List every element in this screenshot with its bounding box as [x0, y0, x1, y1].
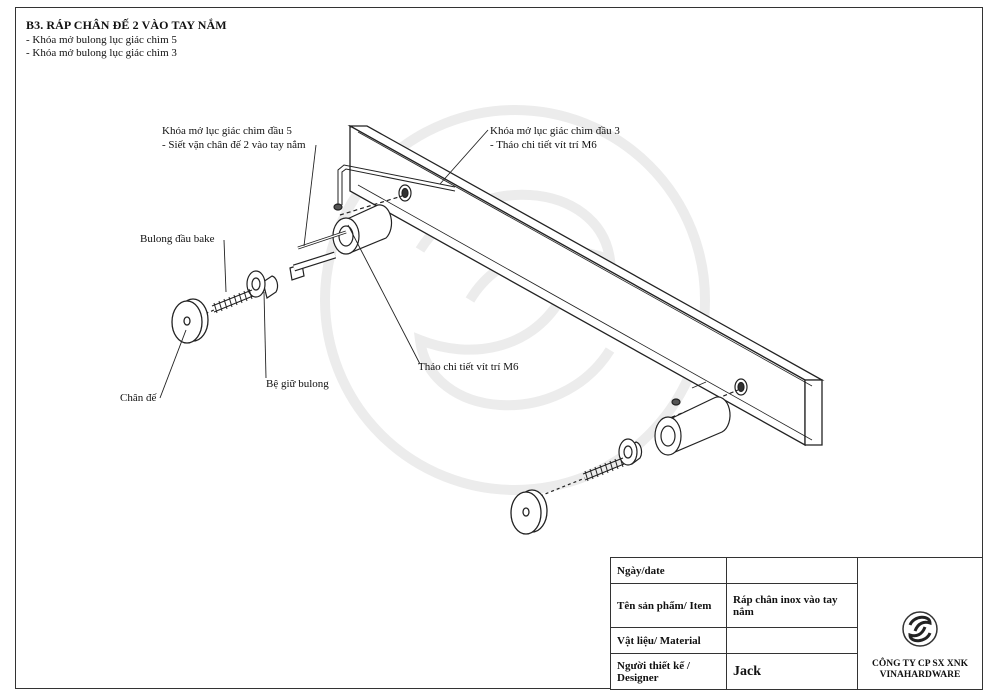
callout-hex3-line2: - Tháo chi tiết vít trí M6	[490, 139, 597, 151]
leader-lines	[159, 129, 489, 399]
callout-hex3-line1: Khóa mở lục giác chìm đầu 3	[490, 125, 620, 137]
bar-holes	[398, 184, 748, 396]
item-value: Ráp chân inox vào tay nắm	[726, 583, 858, 628]
tool-line-2: - Khóa mở bulong lục giác chìm 3	[26, 47, 177, 59]
upper-assembly	[199, 195, 403, 317]
callout-m6: Tháo chi tiết vít trí M6	[418, 361, 519, 373]
callout-bolt: Bulong đầu bake	[140, 233, 215, 245]
date-label: Ngày/date	[610, 557, 727, 584]
callout-foot: Chân đế	[120, 392, 157, 404]
material-label: Vật liệu/ Material	[610, 627, 727, 654]
material-value	[726, 627, 858, 654]
bolt-thread	[211, 288, 254, 314]
callout-hex5-line1: Khóa mở lục giác chìm đầu 5	[162, 125, 292, 137]
date-value	[726, 557, 858, 584]
lower-assembly	[539, 381, 739, 497]
callout-hex5-line2: - Siết vặn chân đế 2 vào tay nắm	[162, 139, 306, 151]
drawing-frame	[15, 7, 983, 689]
tool-line-1: - Khóa mở bulong lục giác chìm 5	[26, 34, 177, 46]
title-block: Ngày/date CÔNG TY CP SX XNK VINAHARDWARE…	[610, 557, 983, 690]
callout-holder: Bệ giữ bulong	[266, 378, 329, 390]
lower-bolt-thread	[582, 456, 625, 482]
step-title: B3. RÁP CHÂN ĐẾ 2 VÀO TAY NẮM	[26, 18, 227, 32]
hex-key-3	[337, 164, 456, 205]
company-cell: CÔNG TY CP SX XNK VINAHARDWARE	[857, 557, 983, 690]
designer-label: Người thiết kế / Designer	[610, 653, 727, 690]
designer-value: Jack	[726, 653, 858, 690]
instruction-header: B3. RÁP CHÂN ĐẾ 2 VÀO TAY NẮM - Khóa mở …	[26, 18, 227, 59]
lower-foot	[510, 489, 548, 535]
company-logo-icon	[902, 611, 938, 647]
item-label: Tên sản phẩm/ Item	[610, 583, 727, 628]
handle-bar	[347, 124, 825, 447]
company-name: CÔNG TY CP SX XNK VINAHARDWARE	[871, 659, 969, 680]
upper-foot	[171, 298, 209, 344]
